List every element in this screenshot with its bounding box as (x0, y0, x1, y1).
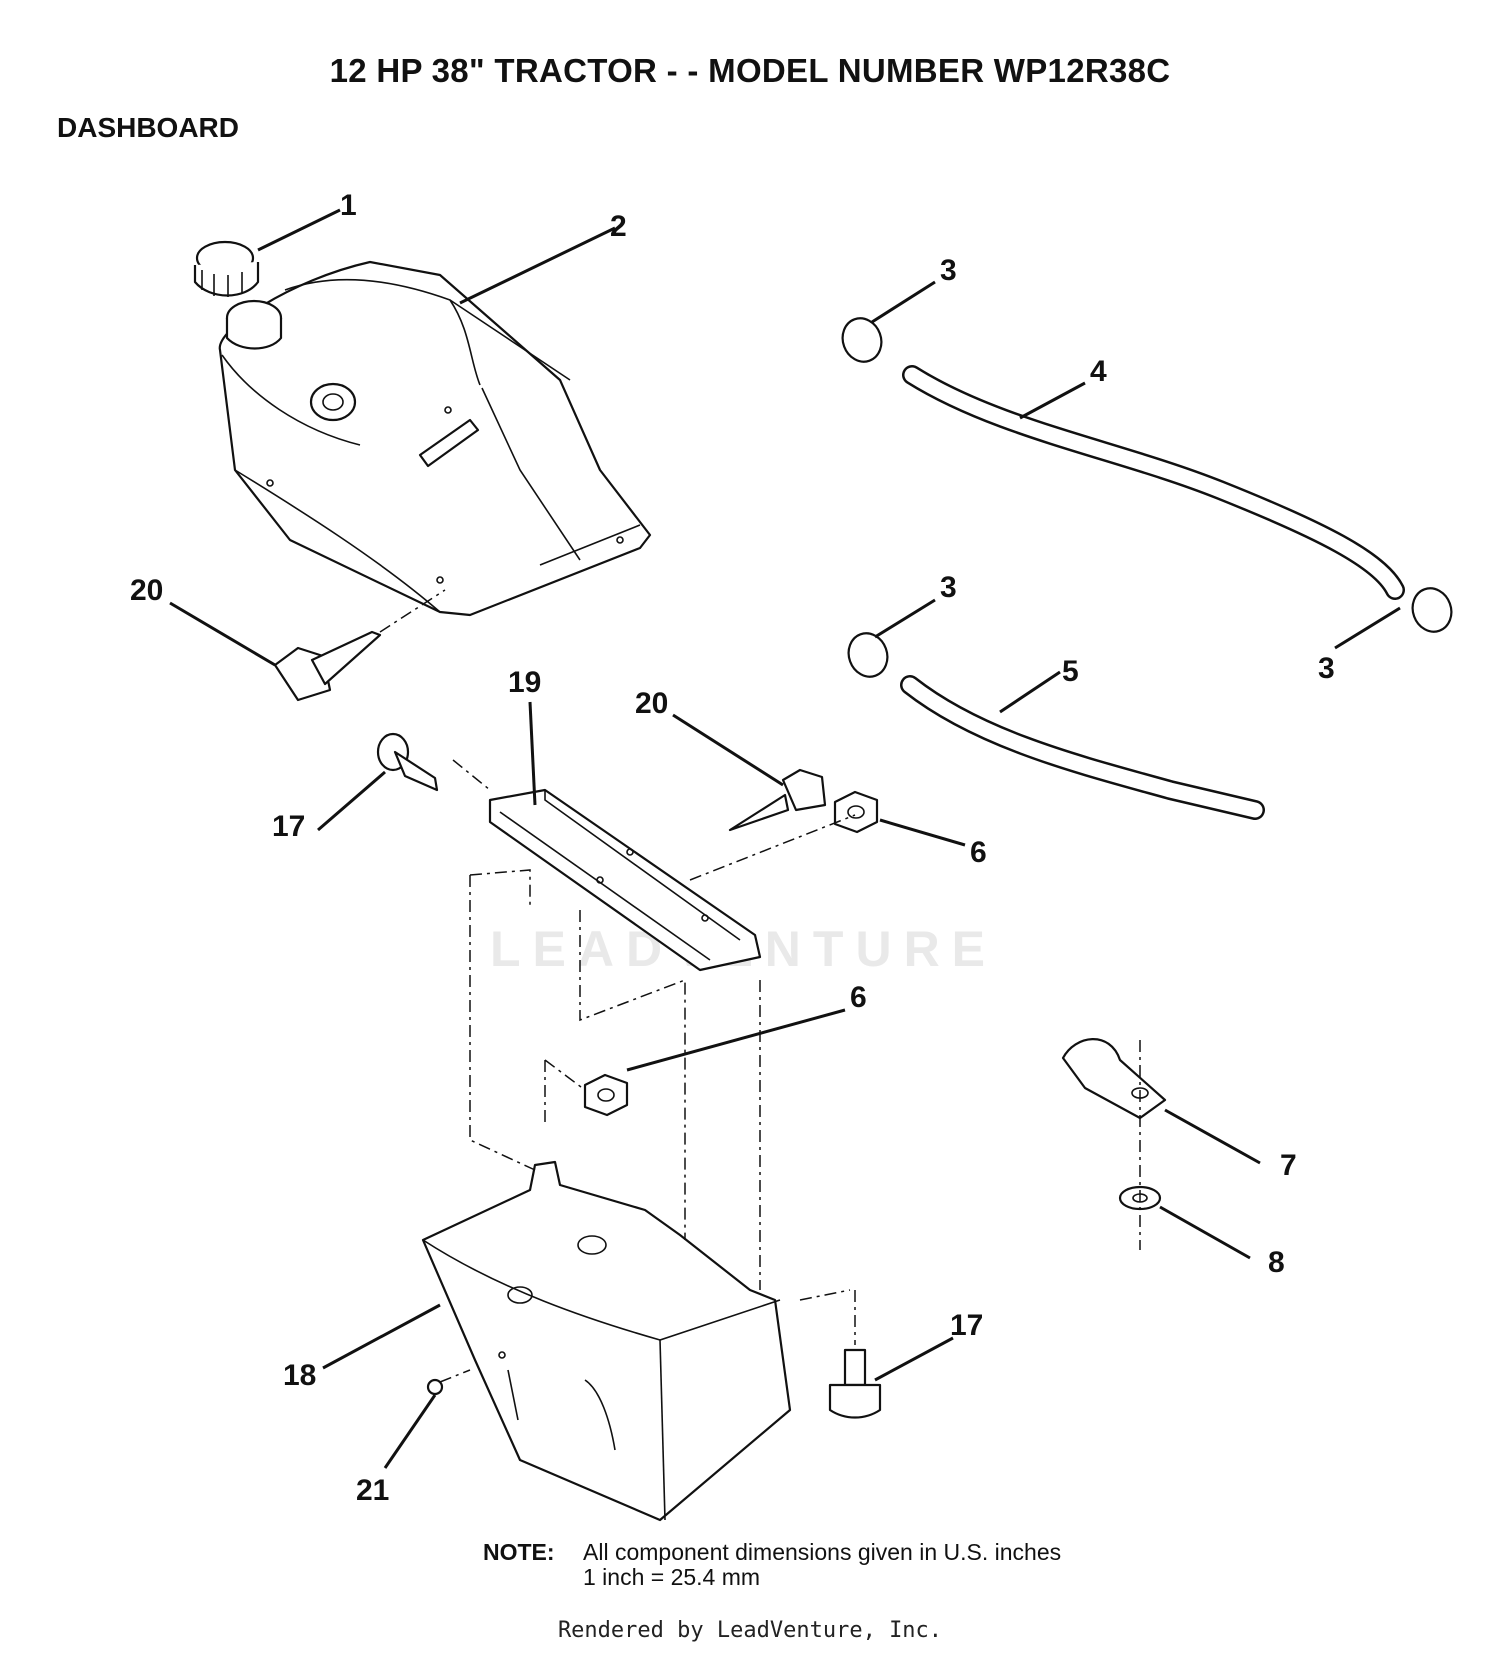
part-screw-middle (728, 768, 827, 832)
callout-21: 21 (356, 1474, 389, 1507)
leader-lines (169, 208, 1401, 1469)
part-nut-lower (583, 1073, 629, 1117)
note-line-1: All component dimensions given in U.S. i… (583, 1539, 1062, 1565)
callout-5: 5 (1062, 655, 1079, 688)
assembly-lines (439, 759, 1141, 1383)
part-hose-long (902, 365, 1405, 600)
part-bolt-upper (376, 732, 439, 792)
callout-3-middle: 3 (940, 571, 957, 604)
dimension-note: NOTE: All component dimensions given in U… (483, 1540, 1061, 1590)
part-screw-upper (273, 589, 446, 702)
part-mounting-bracket (488, 788, 762, 972)
callout-7: 7 (1280, 1149, 1297, 1182)
callout-6-upper: 6 (970, 836, 987, 869)
callout-20-middle: 20 (635, 687, 668, 720)
part-hose-short (900, 675, 1265, 820)
callout-labels: 1 2 3 4 3 3 5 6 6 7 8 17 17 18 19 20 20 … (130, 189, 1335, 1507)
callout-3-right: 3 (1318, 652, 1335, 685)
callout-8: 8 (1268, 1246, 1285, 1279)
callout-20-upper: 20 (130, 574, 163, 607)
part-fuel-cap (193, 240, 260, 297)
part-lower-panel (421, 1160, 792, 1522)
diagram-title: 12 HP 38" TRACTOR - - MODEL NUMBER WP12R… (329, 52, 1171, 89)
footer-credit: Rendered by LeadVenture, Inc. (557, 1618, 943, 1643)
section-title: DASHBOARD (57, 112, 239, 143)
part-bolt-lower (828, 1348, 882, 1419)
callout-6-lower: 6 (850, 981, 867, 1014)
callout-2: 2 (610, 210, 627, 243)
note-line-2: 1 inch = 25.4 mm (583, 1564, 761, 1590)
callout-17-lower: 17 (950, 1309, 983, 1342)
callout-17-upper: 17 (272, 810, 305, 843)
note-label: NOTE: (483, 1539, 555, 1565)
callout-19: 19 (508, 666, 541, 699)
part-clip (426, 1378, 444, 1396)
callout-3-top: 3 (940, 254, 957, 287)
part-hose-clamp (841, 317, 1453, 678)
part-dashboard-housing (218, 260, 652, 617)
callout-4: 4 (1090, 355, 1107, 388)
part-nut-upper (833, 790, 879, 834)
callout-1: 1 (340, 189, 357, 222)
callout-18: 18 (283, 1359, 316, 1392)
part-clamp-strap (1061, 1038, 1167, 1120)
